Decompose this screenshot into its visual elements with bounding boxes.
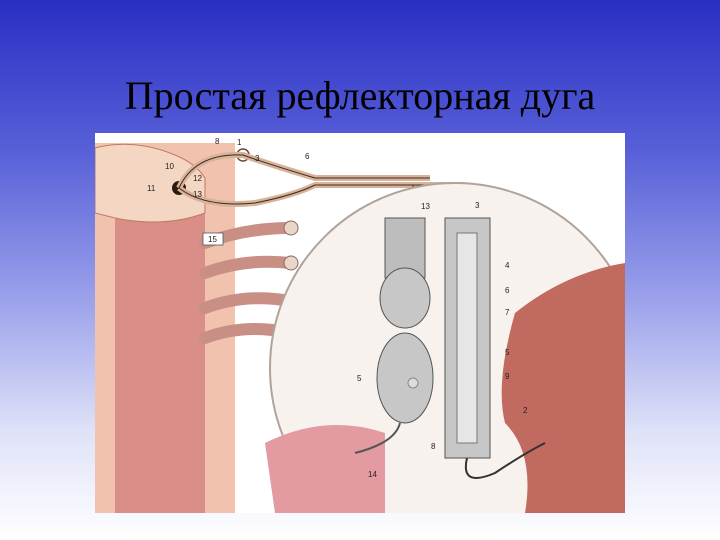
label-5-left: 5 [357,374,362,383]
diagram-labels: 8 1 3 6 10 12 11 13 15 13 3 4 6 7 5 9 5 … [147,137,528,479]
label-box [202,232,224,246]
motor-neuron [444,217,546,479]
label-5-right: 5 [505,348,510,357]
label-15: 15 [208,235,217,244]
label-3-top: 3 [255,154,260,163]
label-13: 13 [421,202,430,211]
label-11: 11 [147,184,156,193]
label-10: 10 [165,162,174,171]
reflex-arc-figure: 8 1 3 6 10 12 11 13 15 13 3 4 6 7 5 9 5 … [95,133,625,513]
reflex-arc-diagram: 8 1 3 6 10 12 11 13 15 13 3 4 6 7 5 9 5 … [95,137,625,513]
label-13-top: 13 [193,190,202,199]
label-8: 8 [431,442,436,451]
label-9: 9 [505,372,510,381]
label-14: 14 [368,470,377,479]
label-3: 3 [475,201,480,210]
gray-matter [95,143,206,223]
label-8-top: 8 [215,137,220,146]
label-6: 6 [505,286,510,295]
label-7: 7 [505,308,510,317]
label-2: 2 [523,406,528,415]
label-4: 4 [505,261,510,270]
sensory-neuron [354,217,434,454]
label-1: 1 [237,138,242,147]
spinal-cord-column [115,203,205,513]
label-12: 12 [193,174,202,183]
blood-vessel [265,425,385,513]
slide-title: Простая рефлекторная дуга [124,73,596,118]
label-6-top: 6 [305,152,310,161]
